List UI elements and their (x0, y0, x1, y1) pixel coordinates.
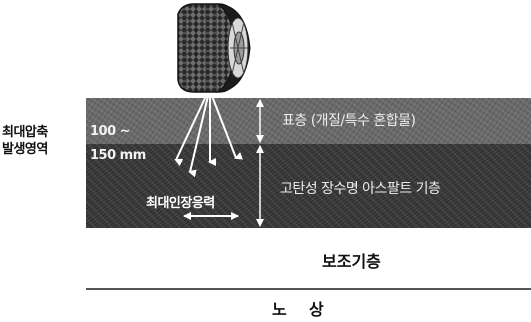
subgrade-label: 노 상 (272, 300, 324, 319)
load-arrow-center-left (188, 95, 209, 178)
surface-layer-label: 표층 (개질/특수 혼합물) (282, 113, 416, 129)
depth-label-line2: 150 mm (90, 148, 146, 163)
subbase-layer (86, 228, 531, 290)
load-arrows (174, 95, 264, 227)
max-tensile-stress-label: 최대인장응력 (146, 196, 215, 211)
depth-label-line1: 100 ~ (90, 124, 131, 139)
base-layer-label: 고탄성 장수명 아스팔트 기층 (280, 181, 441, 197)
load-arrow-right (211, 95, 244, 160)
subgrade-layer (86, 290, 531, 322)
tire-icon (177, 3, 251, 93)
subbase-layer-label: 보조기층 (322, 252, 381, 271)
surface-layer (86, 98, 531, 144)
base-layer (86, 144, 531, 228)
load-arrow-left (174, 95, 207, 167)
max-compression-zone-label-line1: 최대압축 (2, 125, 48, 140)
max-compression-zone-label-line2: 발생영역 (2, 142, 48, 157)
max-compression-zone-label: 최대압축 발생영역 (2, 124, 86, 158)
